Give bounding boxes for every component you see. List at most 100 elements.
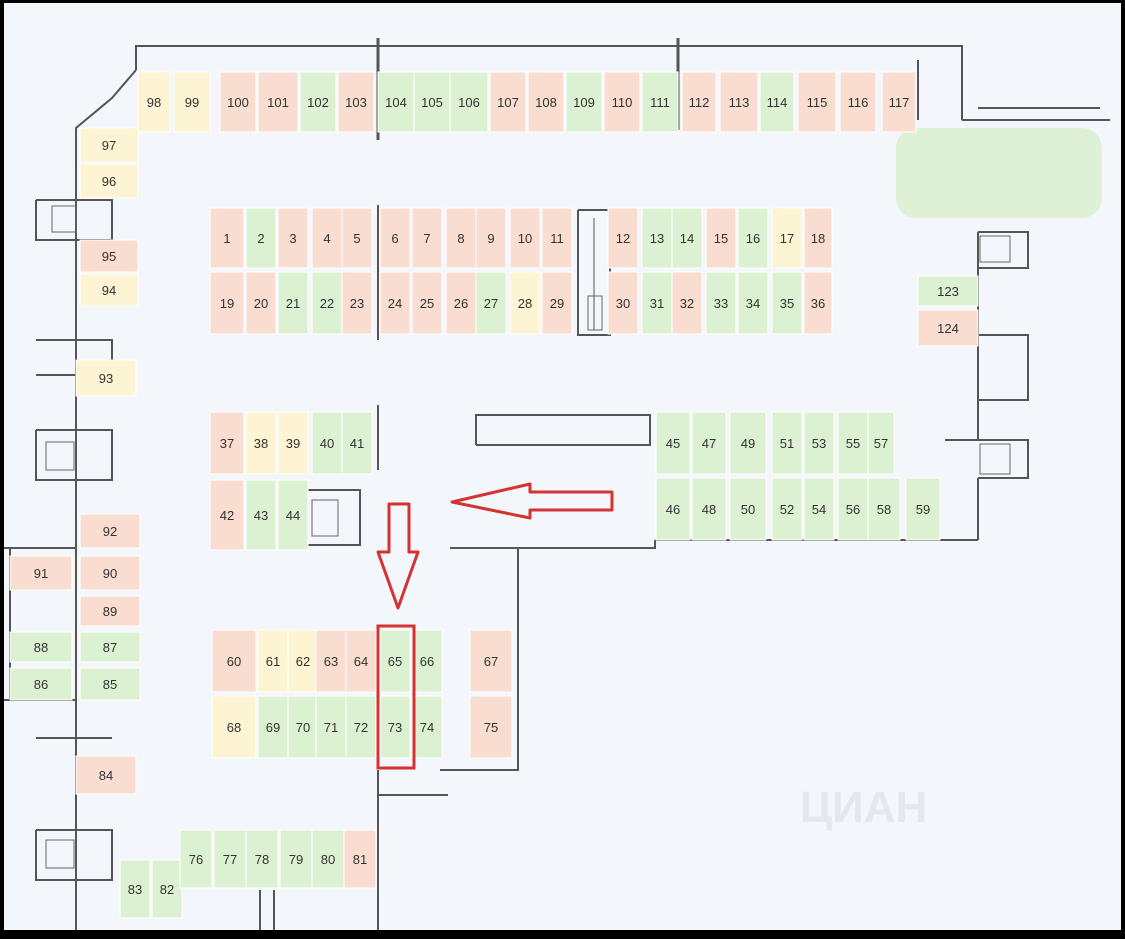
- parking-space-11[interactable]: 11: [541, 207, 573, 269]
- parking-space-83[interactable]: 83: [119, 859, 151, 919]
- parking-space-108[interactable]: 108: [527, 71, 565, 133]
- parking-space-115[interactable]: 115: [797, 71, 837, 133]
- parking-space-71[interactable]: 71: [315, 695, 347, 759]
- parking-space-17[interactable]: 17: [771, 207, 803, 269]
- parking-space-97[interactable]: 97: [79, 127, 139, 163]
- parking-space-8[interactable]: 8: [445, 207, 477, 269]
- parking-space-45[interactable]: 45: [655, 411, 691, 475]
- parking-space-54[interactable]: 54: [803, 477, 835, 541]
- parking-space-98[interactable]: 98: [137, 71, 171, 133]
- parking-space-90[interactable]: 90: [79, 555, 141, 591]
- parking-space-102[interactable]: 102: [299, 71, 337, 133]
- parking-space-68[interactable]: 68: [211, 695, 257, 759]
- parking-space-96[interactable]: 96: [79, 163, 139, 199]
- parking-space-56[interactable]: 56: [837, 477, 869, 541]
- parking-space-82[interactable]: 82: [151, 859, 183, 919]
- parking-space-74[interactable]: 74: [411, 695, 443, 759]
- parking-space-14[interactable]: 14: [671, 207, 703, 269]
- parking-space-53[interactable]: 53: [803, 411, 835, 475]
- parking-space-49[interactable]: 49: [729, 411, 767, 475]
- parking-space-69[interactable]: 69: [257, 695, 289, 759]
- parking-space-28[interactable]: 28: [509, 271, 541, 335]
- parking-space-113[interactable]: 113: [719, 71, 759, 133]
- parking-space-37[interactable]: 37: [209, 411, 245, 475]
- parking-space-93[interactable]: 93: [75, 359, 137, 397]
- parking-space-103[interactable]: 103: [337, 71, 375, 133]
- parking-space-89[interactable]: 89: [79, 595, 141, 627]
- parking-space-38[interactable]: 38: [245, 411, 277, 475]
- parking-space-44[interactable]: 44: [277, 479, 309, 551]
- parking-space-88[interactable]: 88: [9, 631, 73, 663]
- parking-space-94[interactable]: 94: [79, 273, 139, 307]
- parking-space-63[interactable]: 63: [315, 629, 347, 693]
- parking-space-19[interactable]: 19: [209, 271, 245, 335]
- parking-space-100[interactable]: 100: [219, 71, 257, 133]
- parking-space-2[interactable]: 2: [245, 207, 277, 269]
- parking-space-107[interactable]: 107: [489, 71, 527, 133]
- parking-space-1[interactable]: 1: [209, 207, 245, 269]
- parking-space-106[interactable]: 106: [449, 71, 489, 133]
- parking-space-101[interactable]: 101: [257, 71, 299, 133]
- parking-space-5[interactable]: 5: [341, 207, 373, 269]
- parking-space-99[interactable]: 99: [173, 71, 211, 133]
- parking-space-33[interactable]: 33: [705, 271, 737, 335]
- parking-space-110[interactable]: 110: [603, 71, 641, 133]
- parking-space-10[interactable]: 10: [509, 207, 541, 269]
- parking-space-58[interactable]: 58: [867, 477, 901, 541]
- parking-space-48[interactable]: 48: [691, 477, 727, 541]
- parking-space-124[interactable]: 124: [917, 309, 979, 347]
- parking-space-46[interactable]: 46: [655, 477, 691, 541]
- parking-space-105[interactable]: 105: [413, 71, 451, 133]
- parking-space-86[interactable]: 86: [9, 667, 73, 701]
- parking-space-80[interactable]: 80: [311, 829, 345, 889]
- parking-space-42[interactable]: 42: [209, 479, 245, 551]
- parking-space-3[interactable]: 3: [277, 207, 309, 269]
- parking-space-117[interactable]: 117: [881, 71, 917, 133]
- parking-space-104[interactable]: 104: [377, 71, 415, 133]
- parking-space-77[interactable]: 77: [213, 829, 247, 889]
- parking-space-57[interactable]: 57: [867, 411, 895, 475]
- parking-space-50[interactable]: 50: [729, 477, 767, 541]
- parking-space-112[interactable]: 112: [681, 71, 717, 133]
- parking-space-36[interactable]: 36: [803, 271, 833, 335]
- parking-space-91[interactable]: 91: [9, 555, 73, 591]
- parking-space-84[interactable]: 84: [75, 755, 137, 795]
- parking-space-79[interactable]: 79: [279, 829, 313, 889]
- parking-space-75[interactable]: 75: [469, 695, 513, 759]
- parking-space-30[interactable]: 30: [607, 271, 639, 335]
- parking-space-35[interactable]: 35: [771, 271, 803, 335]
- parking-space-72[interactable]: 72: [345, 695, 377, 759]
- parking-space-61[interactable]: 61: [257, 629, 289, 693]
- parking-space-109[interactable]: 109: [565, 71, 603, 133]
- parking-space-114[interactable]: 114: [759, 71, 795, 133]
- parking-space-70[interactable]: 70: [287, 695, 319, 759]
- parking-space-25[interactable]: 25: [411, 271, 443, 335]
- parking-space-24[interactable]: 24: [379, 271, 411, 335]
- parking-space-59[interactable]: 59: [905, 477, 941, 541]
- parking-space-67[interactable]: 67: [469, 629, 513, 693]
- parking-space-32[interactable]: 32: [671, 271, 703, 335]
- parking-space-52[interactable]: 52: [771, 477, 803, 541]
- parking-space-27[interactable]: 27: [475, 271, 507, 335]
- parking-space-62[interactable]: 62: [287, 629, 319, 693]
- parking-space-15[interactable]: 15: [705, 207, 737, 269]
- parking-space-87[interactable]: 87: [79, 631, 141, 663]
- parking-space-81[interactable]: 81: [343, 829, 377, 889]
- parking-space-34[interactable]: 34: [737, 271, 769, 335]
- parking-space-40[interactable]: 40: [311, 411, 343, 475]
- parking-space-64[interactable]: 64: [345, 629, 377, 693]
- parking-space-116[interactable]: 116: [839, 71, 877, 133]
- parking-space-47[interactable]: 47: [691, 411, 727, 475]
- parking-space-12[interactable]: 12: [607, 207, 639, 269]
- parking-space-92[interactable]: 92: [79, 513, 141, 549]
- parking-space-55[interactable]: 55: [837, 411, 869, 475]
- parking-space-51[interactable]: 51: [771, 411, 803, 475]
- parking-space-41[interactable]: 41: [341, 411, 373, 475]
- parking-space-7[interactable]: 7: [411, 207, 443, 269]
- parking-space-60[interactable]: 60: [211, 629, 257, 693]
- parking-space-13[interactable]: 13: [641, 207, 673, 269]
- parking-space-18[interactable]: 18: [803, 207, 833, 269]
- parking-space-65[interactable]: 65: [379, 629, 411, 693]
- parking-space-123[interactable]: 123: [917, 275, 979, 307]
- parking-space-95[interactable]: 95: [79, 239, 139, 273]
